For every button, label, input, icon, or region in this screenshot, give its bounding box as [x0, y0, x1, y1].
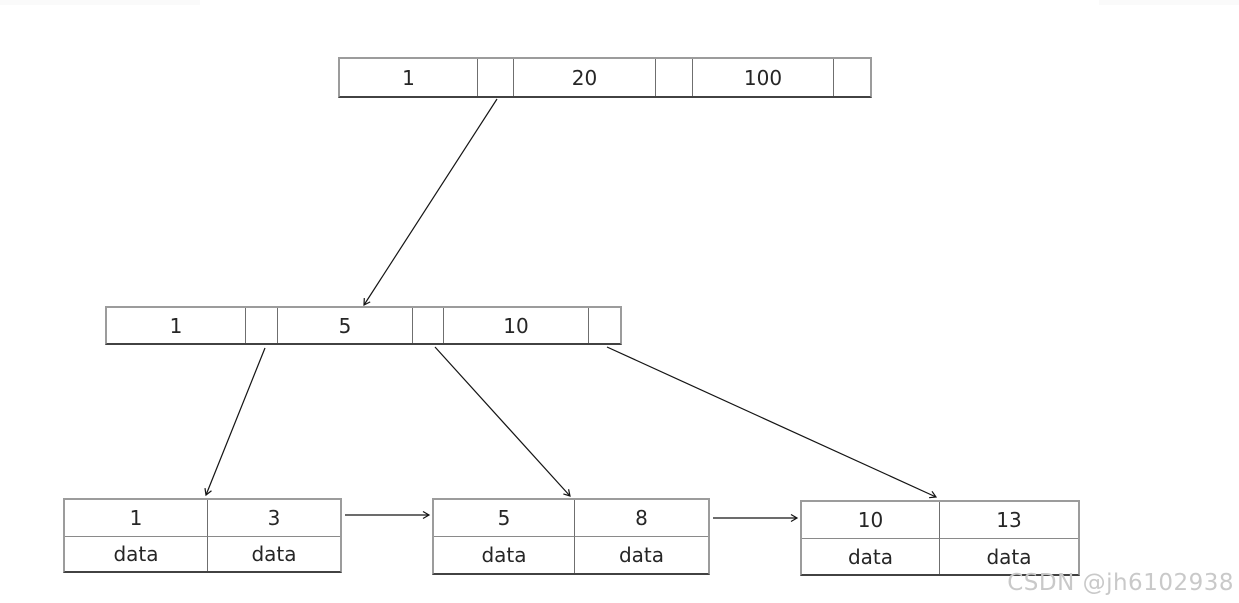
internal-key-cell: 1 [169, 313, 183, 338]
internal-node: 1 5 10 [105, 306, 622, 345]
root-key-cell: 1 [402, 65, 415, 90]
leaf-data-cell: data [207, 536, 340, 571]
leaf-node-1: 1 3 data data [63, 498, 342, 573]
root-node: 1 20 100 [338, 57, 872, 98]
leaf-node-3: 10 13 data data [800, 500, 1080, 576]
leaf-data-cell: data [574, 536, 708, 573]
root-pointer-cell [655, 59, 692, 96]
arrow-internal-to-leaf1 [204, 347, 266, 497]
leaf-data-cell: data [65, 536, 207, 571]
leaf-key-cell: 1 [129, 506, 143, 530]
arrow-internal-to-leaf3 [606, 346, 938, 499]
root-key-cell: 100 [692, 59, 833, 96]
root-key-cell: 20 [513, 59, 655, 96]
arrow-internal-to-leaf2 [434, 346, 571, 497]
root-pointer-cell [833, 59, 870, 96]
leaf-data-cell: data [434, 536, 574, 573]
internal-key-cell: 5 [277, 308, 412, 343]
leaf-data-cell: data [802, 538, 939, 574]
csdn-watermark: CSDN @jh6102938 [1007, 570, 1234, 596]
top-left-edge-artifact [0, 0, 200, 5]
internal-key-cell: 10 [443, 308, 588, 343]
leaf-node-2: 5 8 data data [432, 498, 710, 575]
leaf-key-cell: 5 [497, 506, 511, 530]
internal-pointer-cell [588, 308, 620, 343]
leaf-key-cell: 8 [574, 500, 708, 536]
internal-pointer-cell [412, 308, 443, 343]
top-right-edge-artifact [1099, 0, 1239, 5]
arrow-root-to-internal [363, 98, 498, 307]
root-pointer-cell [477, 59, 513, 96]
internal-pointer-cell [245, 308, 277, 343]
leaf-key-cell: 3 [207, 500, 340, 536]
leaf-key-cell: 10 [857, 508, 884, 532]
leaf-data-cell: data [939, 538, 1078, 574]
leaf-key-cell: 13 [939, 502, 1078, 538]
